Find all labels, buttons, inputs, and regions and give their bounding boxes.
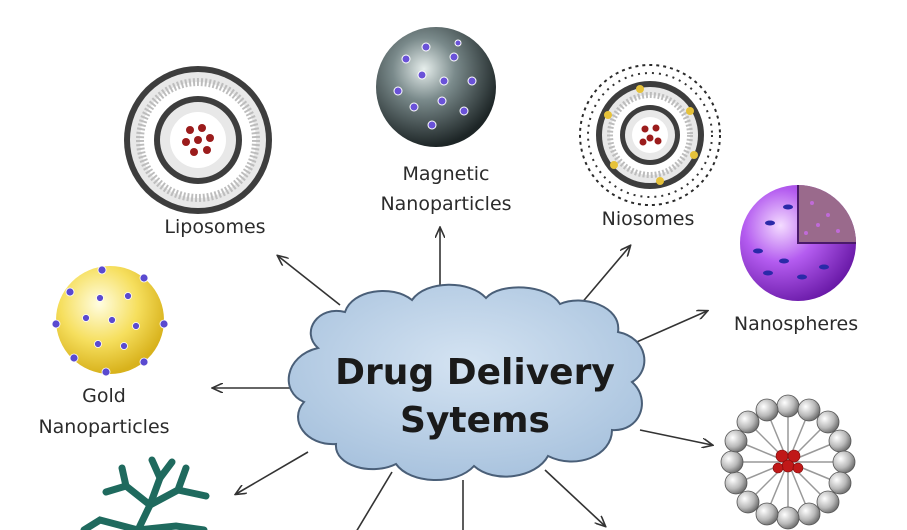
arrow-bottom-left xyxy=(356,471,393,530)
magnetic-nanoparticle-illustration xyxy=(376,27,496,147)
arrow-liposomes xyxy=(278,256,341,306)
arrow-nanospheres xyxy=(629,311,707,346)
arrow-niosomes xyxy=(579,246,630,306)
center-title-line1: Drug Delivery xyxy=(335,352,615,393)
central-cloud xyxy=(287,283,646,481)
liposome-illustration xyxy=(124,66,272,214)
label-gold-line2: Nanoparticles xyxy=(38,416,169,438)
gold-nanoparticle-illustration xyxy=(51,265,169,377)
label-niosomes: Niosomes xyxy=(602,208,695,230)
micelle-illustration xyxy=(720,394,856,530)
label-liposomes: Liposomes xyxy=(164,216,265,238)
arrow-micelles xyxy=(639,429,712,445)
arrow-bottom-right xyxy=(544,469,605,526)
label-nanospheres: Nanospheres xyxy=(734,313,858,335)
label-magnetic-line2: Nanoparticles xyxy=(380,193,511,215)
arrow-dendrimers xyxy=(236,451,309,494)
dendrimer-illustration xyxy=(80,456,210,530)
label-magnetic-line1: Magnetic xyxy=(402,163,489,185)
niosome-illustration xyxy=(579,64,721,206)
nanosphere-illustration xyxy=(740,185,856,301)
center-title-line2: Sytems xyxy=(400,400,550,441)
label-gold-line1: Gold xyxy=(82,385,126,407)
